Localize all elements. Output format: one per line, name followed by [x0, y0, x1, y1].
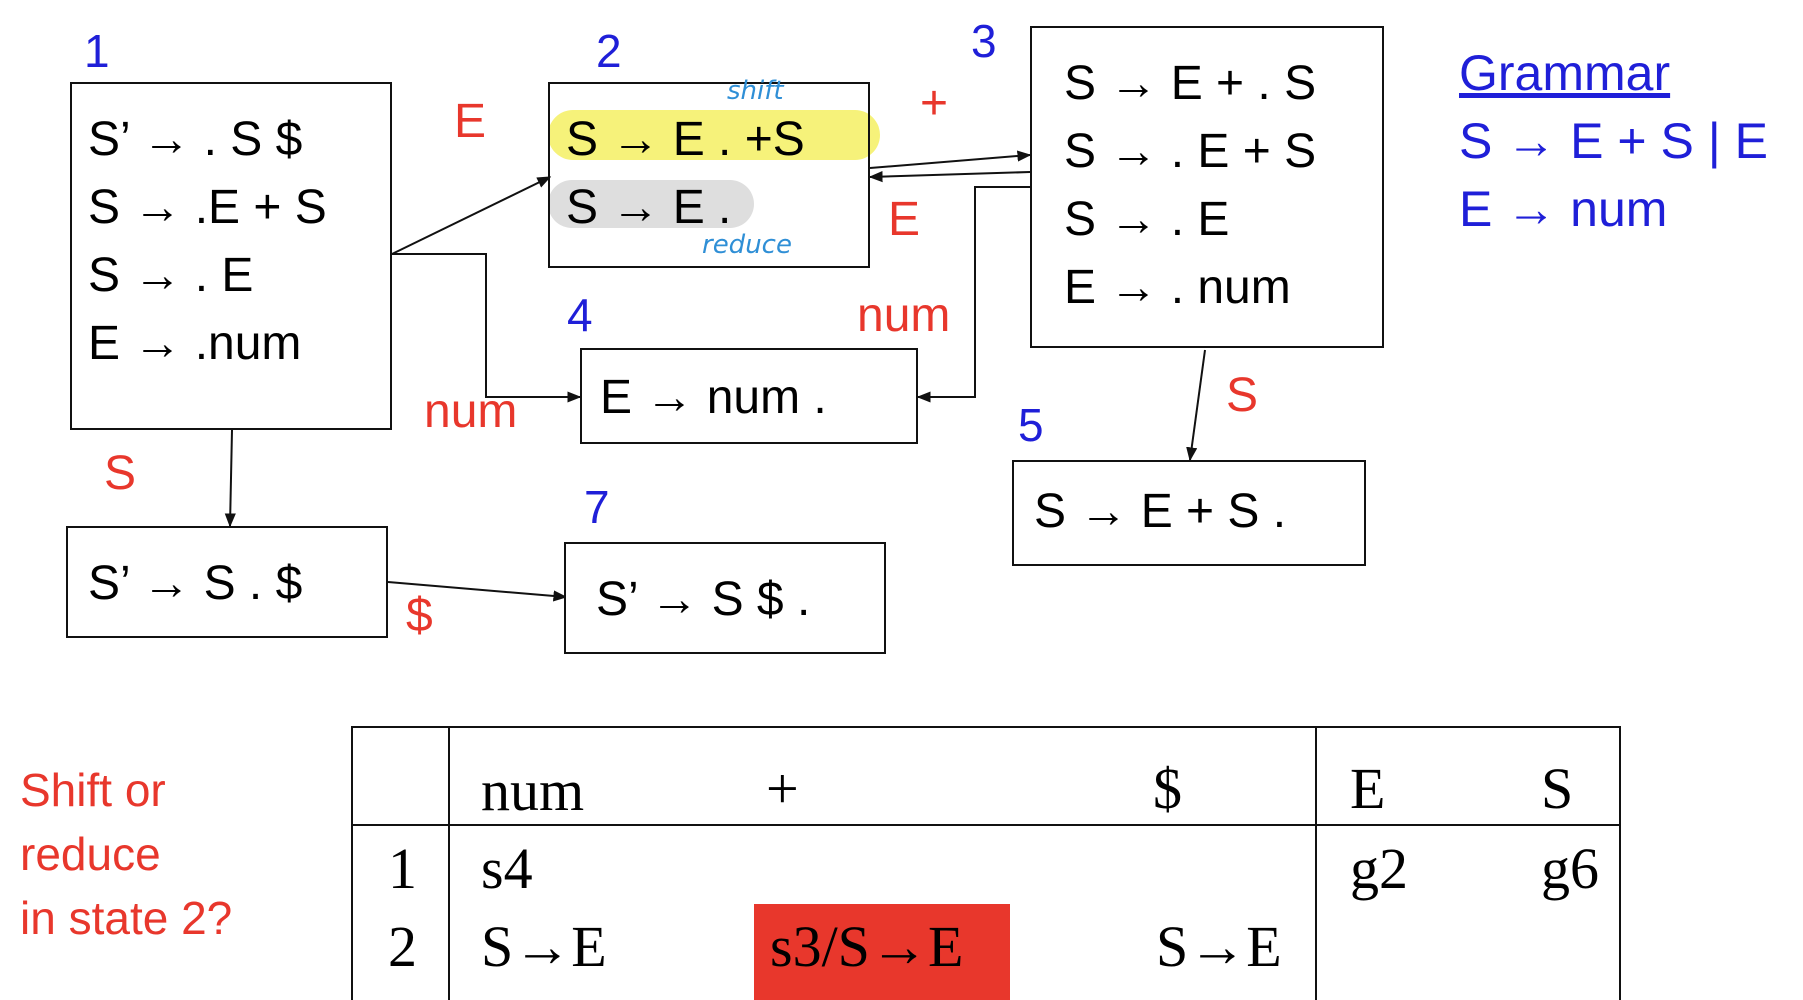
grammar-rule: S → E + S | E: [1459, 113, 1768, 169]
item-text: S’ → . S $: [88, 113, 303, 166]
state-box-6: S’ → S . $: [66, 526, 388, 638]
table-header-dollar: $: [1153, 756, 1182, 821]
grammar-title: Grammar: [1459, 45, 1671, 101]
item-text: S → . E: [88, 249, 254, 302]
state-box-3: S → E + . S S → . E + S S → . E E → . nu…: [1030, 26, 1384, 348]
arrow-1-to-2: [391, 176, 552, 255]
item-text: S → E + . S: [1064, 57, 1317, 110]
table-cell: S→E: [1156, 914, 1282, 979]
arrow-3-to-2: [868, 171, 1031, 183]
table-header-S: S: [1541, 756, 1574, 821]
state-box-2: S → E . +S S → E .: [548, 82, 870, 268]
table-cell: g2: [1350, 836, 1408, 901]
edge-label-1-6: S: [104, 447, 137, 500]
edge-label-1-2: E: [454, 95, 487, 148]
arrow-3-to-4: [916, 186, 1030, 403]
shift-highlight: [548, 110, 880, 160]
item-text: S → . E: [1064, 193, 1230, 246]
table-row-state: 1: [388, 836, 417, 901]
question-line: in state 2?: [20, 892, 233, 944]
edge-label-3-4: num: [857, 289, 951, 342]
item-text: E → . num: [1064, 261, 1291, 314]
conflict-question: Shift or reduce in state 2?: [20, 758, 232, 950]
item-text: S → E + S .: [1034, 485, 1287, 538]
table-row-state: 2: [388, 914, 417, 979]
table-cell: S→E: [481, 914, 607, 979]
table-header-num: num: [481, 758, 585, 823]
shift-annotation: shift: [727, 76, 784, 106]
question-line: Shift or: [20, 764, 166, 816]
state-number-4: 4: [567, 289, 593, 341]
arrow-1-to-6: [224, 429, 236, 528]
conflict-cell-highlight: [754, 904, 1010, 1000]
state-box-7: S’ → S $ .: [564, 542, 886, 654]
reduce-annotation: reduce: [702, 230, 792, 260]
state-number-5: 5: [1018, 399, 1044, 451]
arrow-1-to-4: [392, 253, 582, 403]
table-header-E: E: [1350, 756, 1386, 821]
item-text: E → .num: [88, 317, 302, 370]
parse-table-grid: [351, 726, 1621, 1000]
arrow-2-to-3: [869, 150, 1032, 169]
item-text: S → E .: [566, 181, 732, 234]
table-cell-conflict: s3/S→E: [770, 914, 964, 979]
table-cell: s4: [481, 836, 533, 901]
state-number-1: 1: [84, 25, 110, 77]
state-number-7: 7: [584, 481, 610, 533]
item-text: S’ → S $ .: [596, 573, 811, 626]
arrow-3-to-5: [1186, 349, 1206, 462]
state-number-2: 2: [596, 25, 622, 77]
edge-label-3-2: E: [888, 193, 921, 246]
item-text: S → .E + S: [88, 181, 327, 234]
edge-label-2-3: +: [920, 77, 949, 130]
item-text: E → num .: [600, 371, 827, 424]
state-box-5: S → E + S .: [1012, 460, 1366, 566]
table-cell: g6: [1541, 836, 1599, 901]
edge-label-6-7: $: [406, 589, 433, 642]
state-box-4: E → num .: [580, 348, 918, 444]
state-number-3: 3: [971, 15, 997, 67]
item-text: S → . E + S: [1064, 125, 1317, 178]
edge-label-1-4: num: [424, 385, 518, 438]
item-text: S’ → S . $: [88, 557, 303, 610]
grammar-rule: E → num: [1459, 181, 1668, 237]
item-text: S → E . +S: [566, 113, 805, 166]
reduce-highlight: [548, 180, 754, 228]
state-box-1: S’ → . S $ S → .E + S S → . E E → .num: [70, 82, 392, 430]
arrow-6-to-7: [387, 581, 568, 602]
edge-label-3-5: S: [1226, 369, 1259, 422]
question-line: reduce: [20, 828, 161, 880]
table-header-plus: +: [766, 756, 799, 821]
